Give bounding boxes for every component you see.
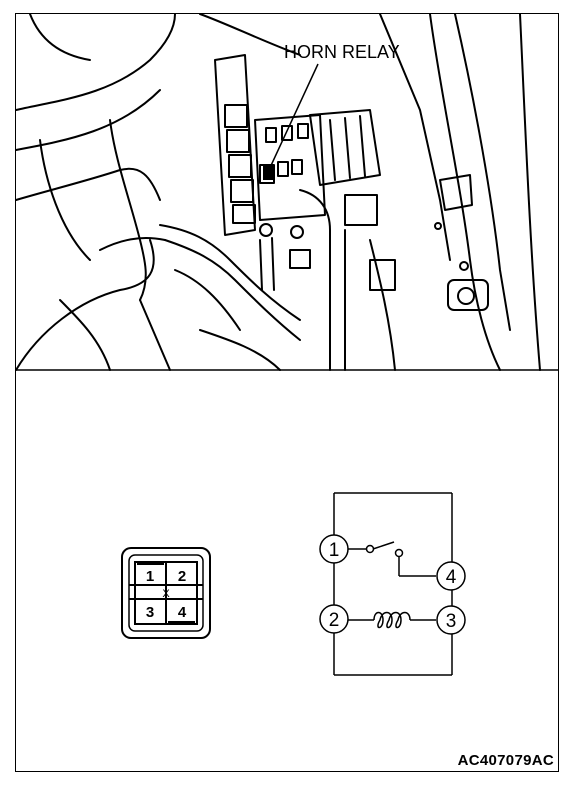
svg-text:X: X — [162, 588, 170, 600]
terminal-4-label: 4 — [446, 567, 457, 588]
terminal-2-label: 2 — [329, 610, 340, 631]
terminal-1-circle — [319, 534, 349, 564]
terminal-3-label: 3 — [446, 611, 457, 632]
terminal-3-circle — [436, 605, 466, 635]
connector-pin-2: 2 — [178, 568, 186, 585]
connector-pin-1: 1 — [146, 568, 154, 585]
callout-leader-line — [267, 63, 319, 173]
relay-schematic — [333, 492, 453, 676]
terminal-4-circle — [436, 561, 466, 591]
horn-relay-label: HORN RELAY — [284, 42, 400, 62]
engine-bay-illustration — [15, 13, 541, 371]
relay-connector-face: X — [121, 547, 211, 639]
figure-frame — [15, 13, 559, 772]
terminal-2-circle — [319, 604, 349, 634]
horn-relay-marker — [263, 166, 273, 180]
connector-pin-4: 4 — [178, 604, 187, 621]
figure-id: AC407079AC — [457, 752, 554, 769]
connector-pin-3: 3 — [146, 604, 154, 621]
terminal-1-label: 1 — [329, 540, 340, 561]
